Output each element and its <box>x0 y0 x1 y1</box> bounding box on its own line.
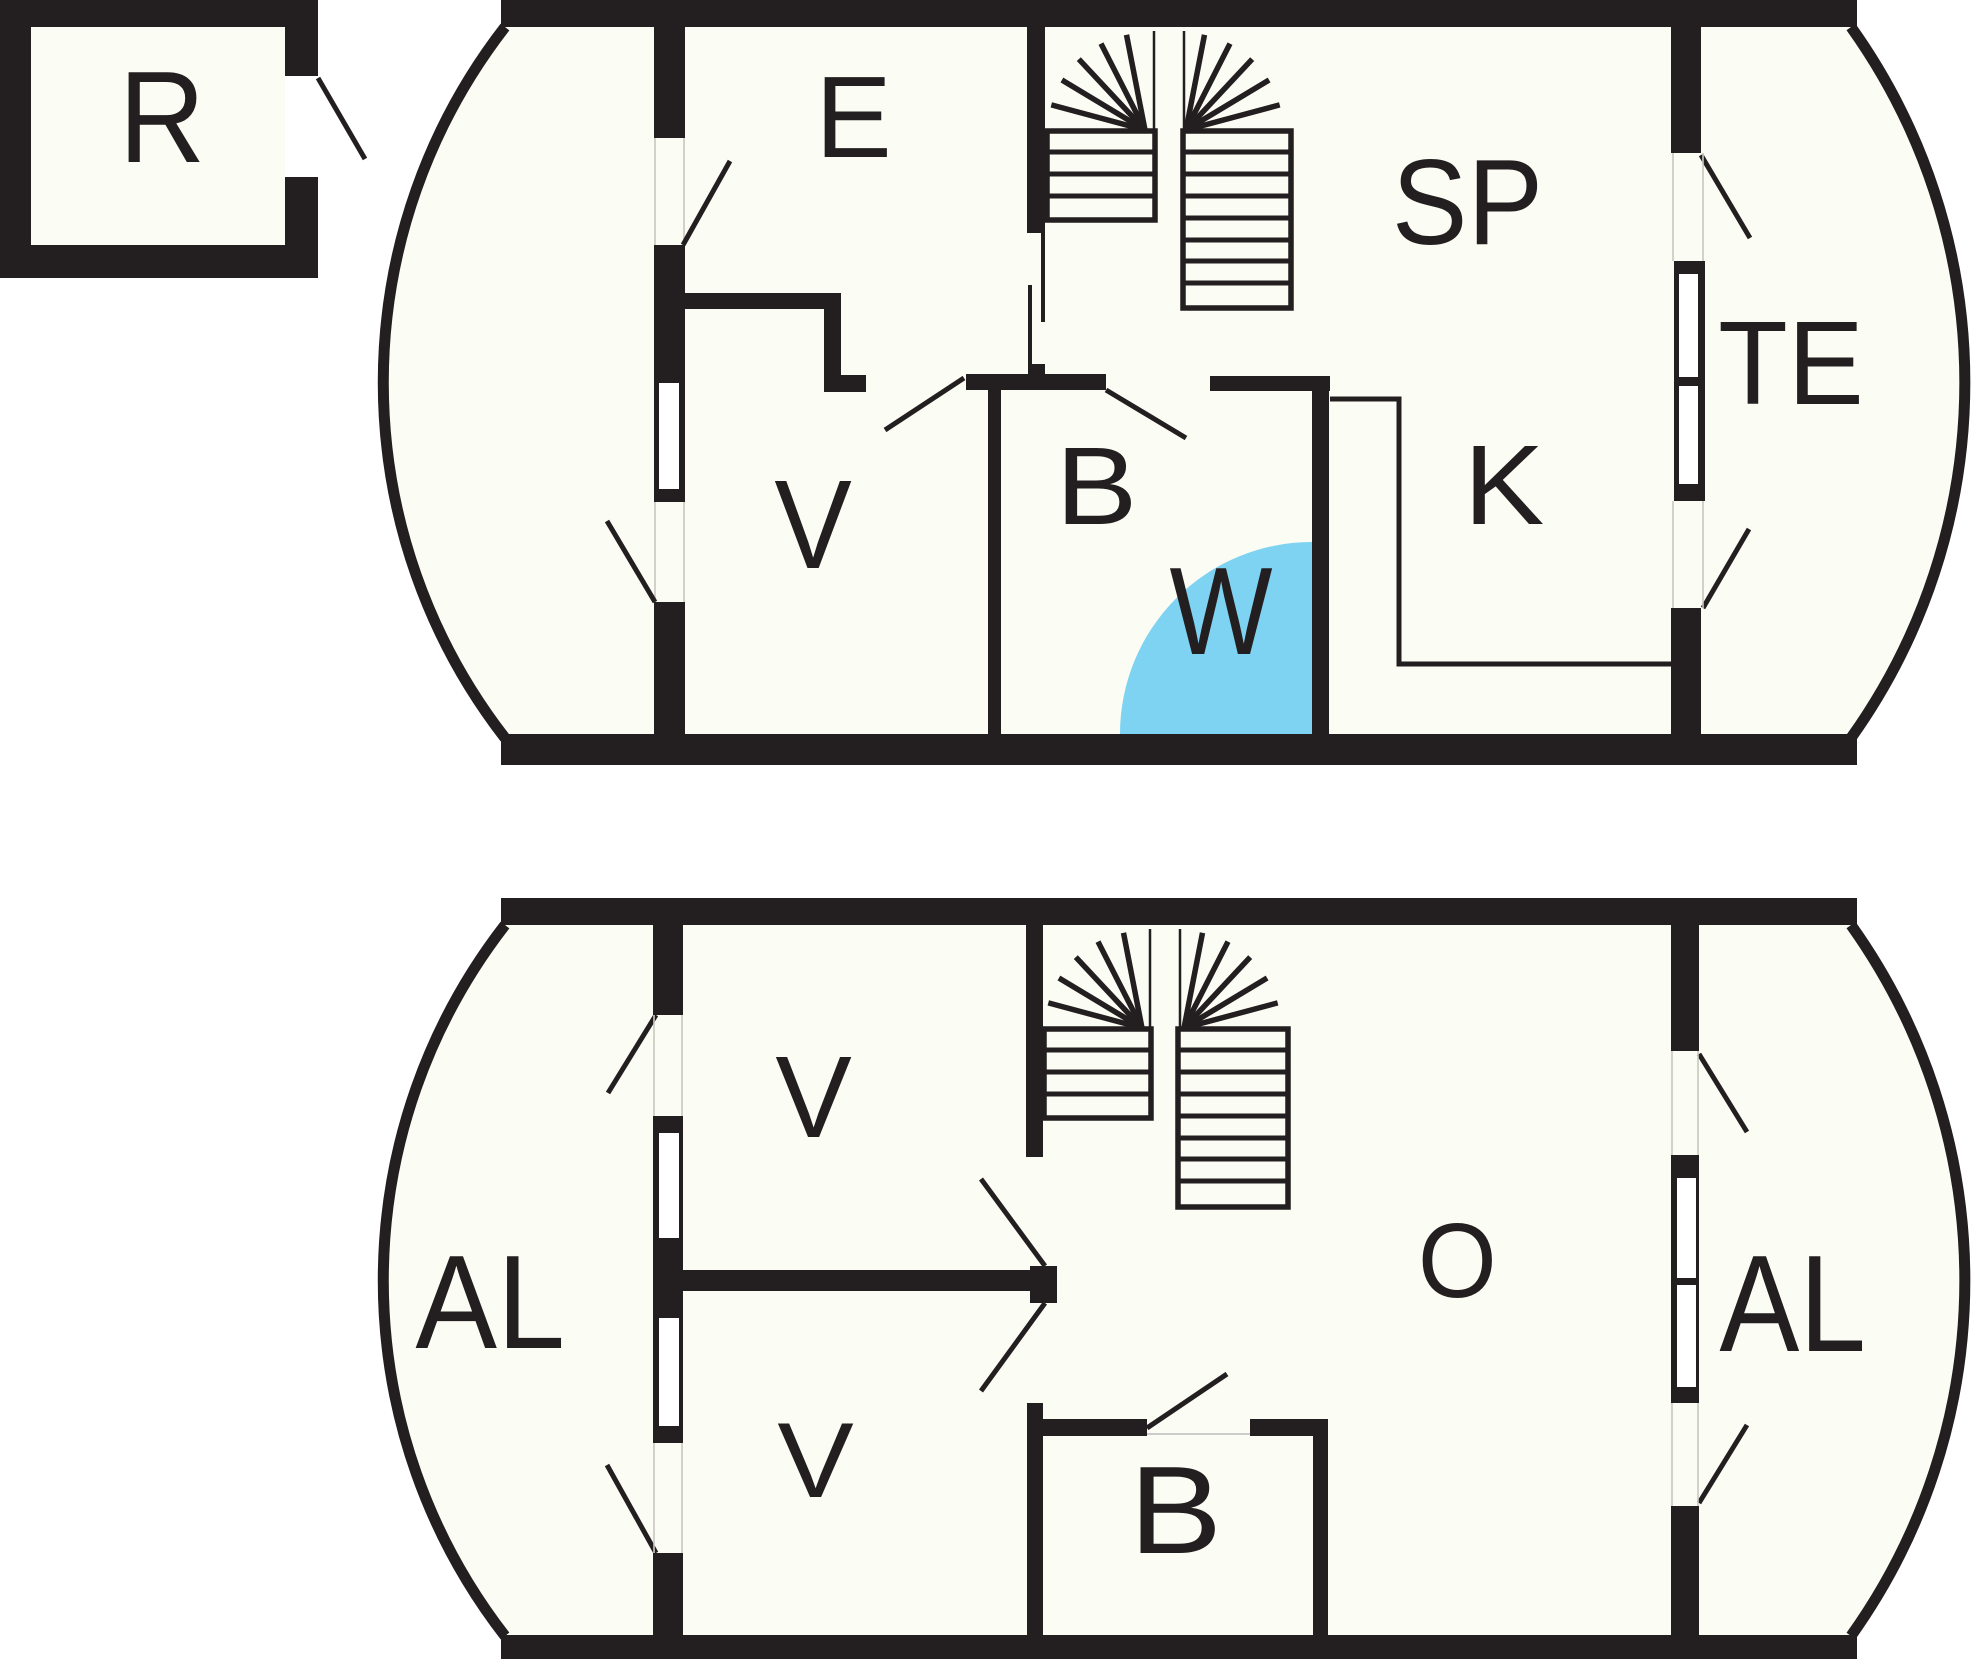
svg-text:V: V <box>774 454 851 595</box>
svg-text:AL: AL <box>1719 1227 1866 1381</box>
svg-text:V: V <box>777 1400 854 1520</box>
svg-text:W: W <box>1170 542 1273 681</box>
svg-text:O: O <box>1418 1202 1497 1320</box>
svg-text:B: B <box>1129 1441 1222 1580</box>
svg-text:SP: SP <box>1392 134 1543 270</box>
svg-text:TE: TE <box>1718 297 1864 430</box>
svg-text:AL: AL <box>415 1228 565 1377</box>
svg-text:K: K <box>1464 422 1545 548</box>
svg-text:E: E <box>815 52 892 182</box>
svg-text:V: V <box>775 1032 851 1162</box>
svg-text:R: R <box>119 44 205 190</box>
svg-text:B: B <box>1056 425 1138 548</box>
